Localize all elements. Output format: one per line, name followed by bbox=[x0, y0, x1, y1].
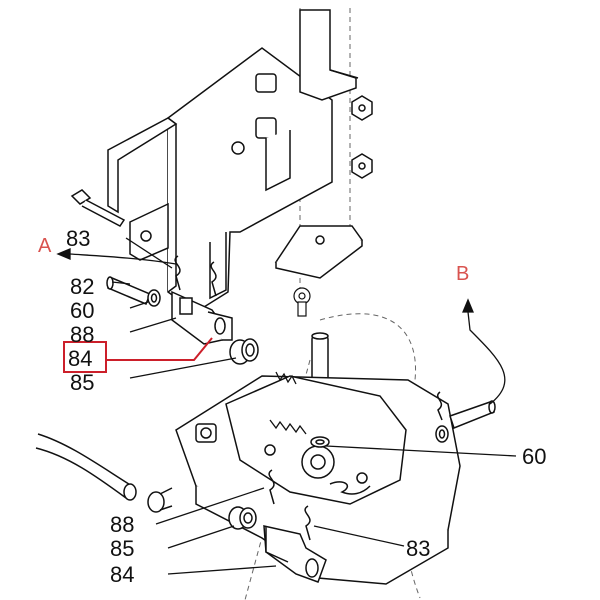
angle-plate bbox=[274, 225, 364, 279]
washer-right bbox=[435, 425, 449, 443]
hex-nut-lower bbox=[351, 153, 373, 179]
callout-83-bottom: 83 bbox=[406, 536, 430, 561]
hex-nut-upper bbox=[351, 95, 373, 121]
bracket-plate bbox=[107, 47, 333, 313]
direction-arrow-a bbox=[56, 248, 177, 265]
hose bbox=[35, 433, 137, 501]
callout-85-bottom: 85 bbox=[110, 536, 134, 561]
cotter-pin-top-a bbox=[174, 255, 181, 291]
hair-pin-center bbox=[329, 481, 371, 495]
clevis-pin-top bbox=[106, 276, 151, 305]
callout-88-bottom: 88 bbox=[110, 512, 134, 537]
upper-bracket bbox=[299, 9, 359, 101]
spring-left bbox=[269, 371, 307, 435]
washer-shaft bbox=[310, 436, 330, 448]
callout-85-top: 85 bbox=[70, 370, 94, 395]
bushing-bottom bbox=[228, 506, 257, 530]
washer-top bbox=[147, 289, 161, 307]
callout-83-top: 83 bbox=[66, 226, 90, 251]
callout-60-right: 60 bbox=[522, 444, 546, 469]
cotter-pin-bottom-a bbox=[268, 469, 275, 505]
lock-washer bbox=[293, 287, 311, 317]
bolt bbox=[70, 189, 126, 227]
callout-88-top: 88 bbox=[70, 322, 94, 347]
clevis-pin-right bbox=[449, 400, 496, 429]
highlight-box bbox=[63, 341, 107, 373]
direction-arrow-b bbox=[462, 298, 506, 405]
leader-lines bbox=[111, 237, 517, 575]
clevis-bottom bbox=[263, 525, 327, 583]
hose-clamp bbox=[147, 487, 173, 513]
cotter-pin-top-b bbox=[210, 261, 217, 297]
callout-84-bottom: 84 bbox=[110, 562, 134, 587]
cotter-pin-right bbox=[436, 391, 443, 421]
bushing-top bbox=[229, 338, 259, 365]
callout-82-top: 82 bbox=[70, 274, 94, 299]
direction-label-a: A bbox=[38, 235, 52, 257]
gearbox-housing bbox=[175, 375, 461, 585]
callout-60-top: 60 bbox=[70, 298, 94, 323]
clevis-top bbox=[171, 290, 233, 345]
highlight-leader bbox=[106, 337, 213, 361]
callout-84-highlight: 84 bbox=[68, 346, 92, 371]
direction-label-b: B bbox=[456, 263, 469, 285]
cotter-pin-bottom-b bbox=[304, 505, 311, 541]
